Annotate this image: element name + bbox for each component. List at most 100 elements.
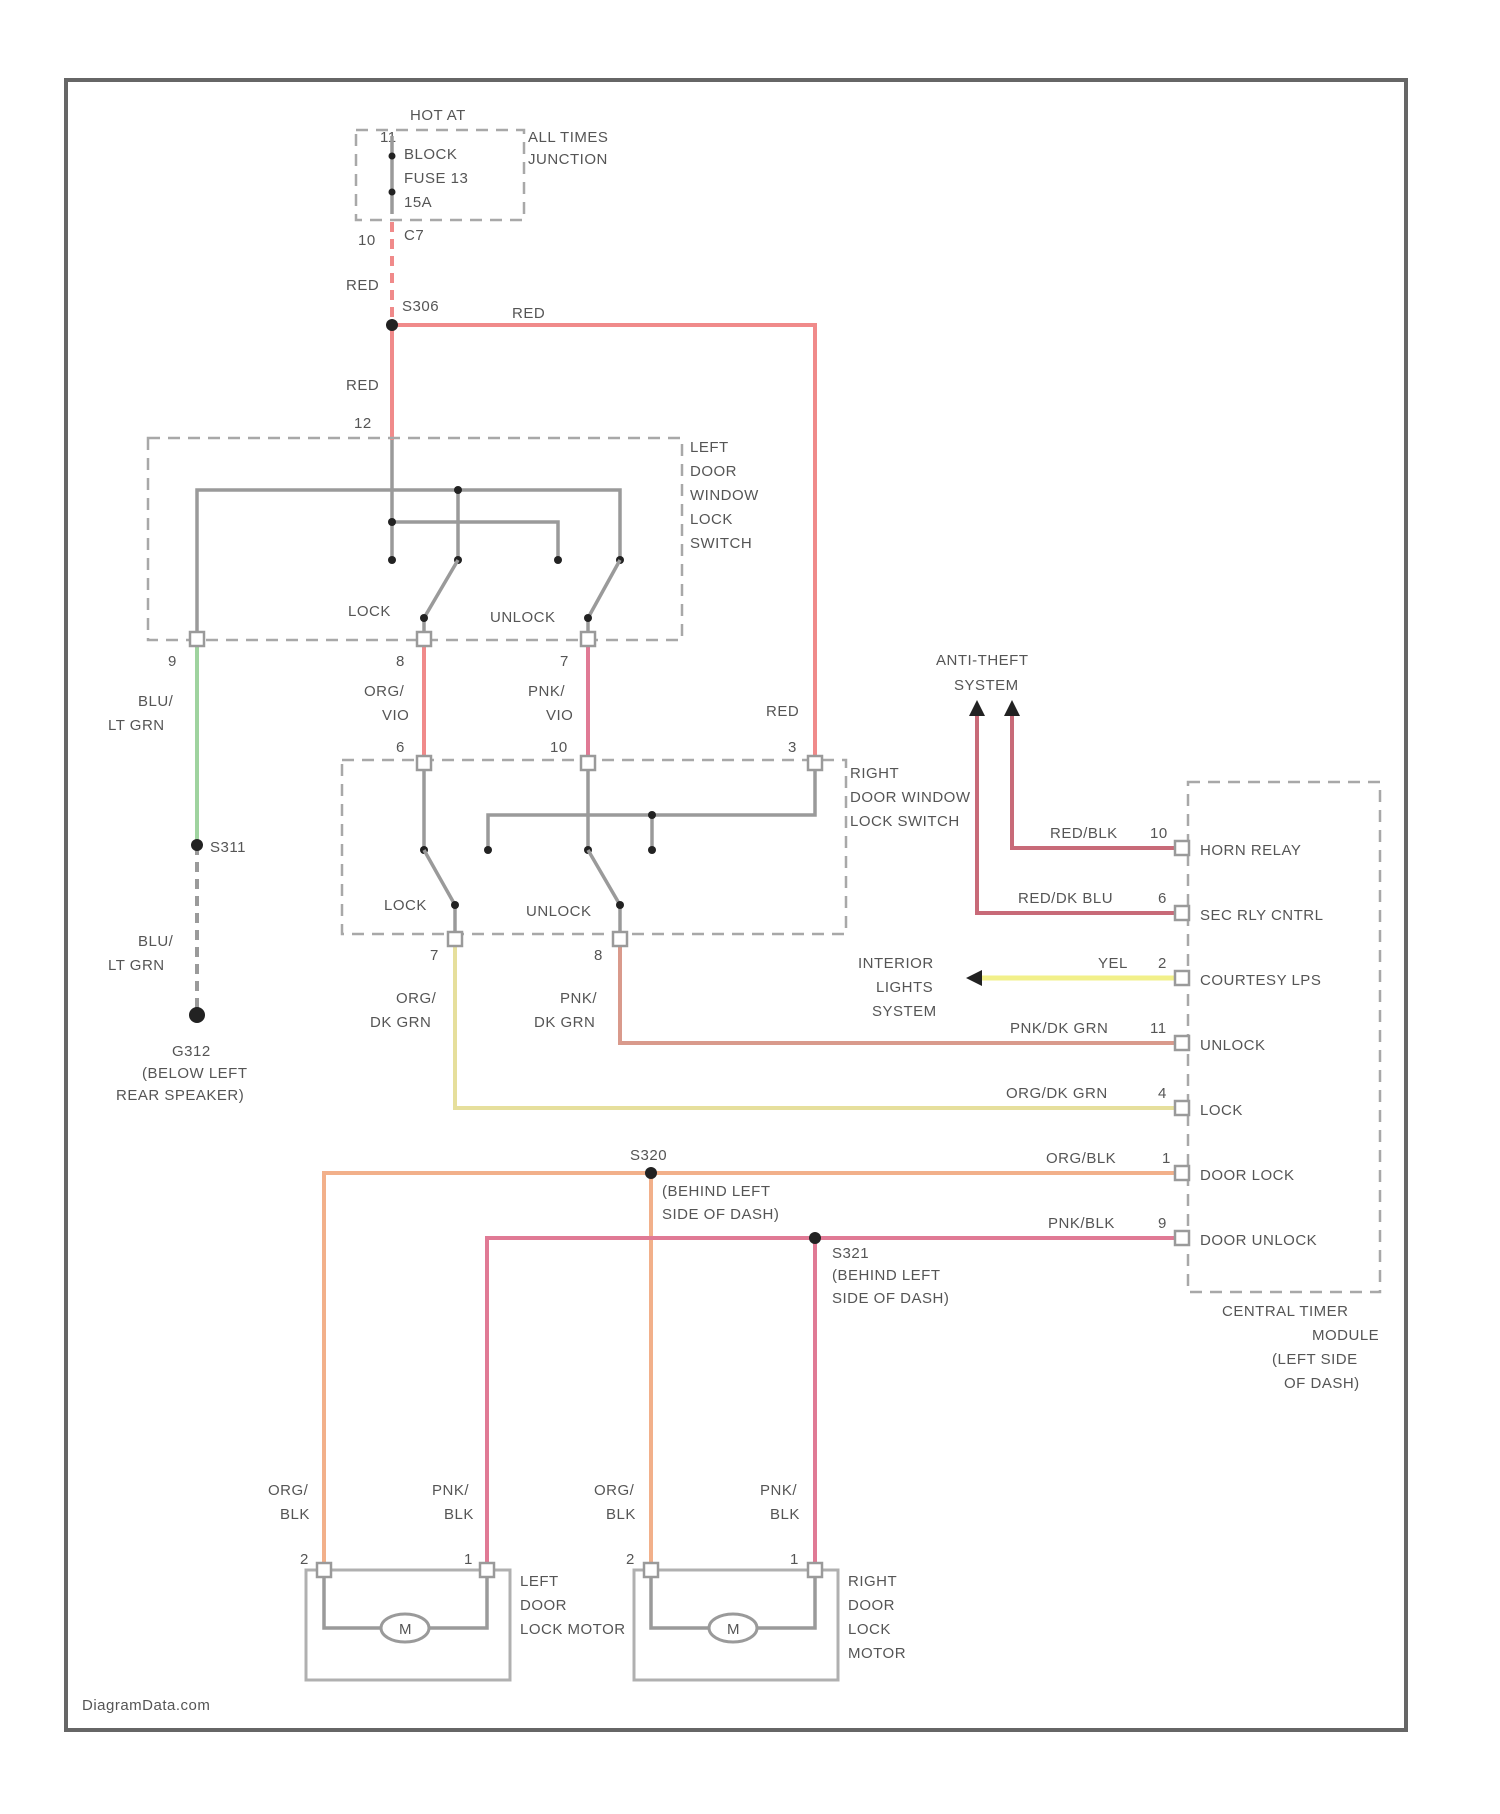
right-switch-name-3: LOCK SWITCH <box>850 813 960 830</box>
interior-label-1: INTERIOR <box>858 955 934 972</box>
pnk-blk-wire-left <box>487 1238 1175 1568</box>
ground-loc-1: (BELOW LEFT <box>142 1065 248 1082</box>
wire-label-orgvio-b: VIO <box>382 707 409 724</box>
module-row-6-label: DOOR UNLOCK <box>1200 1232 1317 1249</box>
red-dkblu-wire <box>977 708 1175 913</box>
module-row-1-label: SEC RLY CNTRL <box>1200 907 1323 924</box>
fuse-line-4: FUSE 13 <box>404 170 468 187</box>
wire-label-blu-1a: BLU/ <box>138 693 174 710</box>
left-switch-pin-8: 8 <box>396 653 405 670</box>
left-door-lock-switch: LEFT DOOR WINDOW LOCK SWITCH LOCK UNLOCK… <box>148 438 759 670</box>
module-row-3-wire: PNK/DK GRN <box>1010 1020 1108 1037</box>
wire-label-red-c: RED <box>346 377 379 394</box>
wire-label-pnkblk-l-a: PNK/ <box>432 1482 469 1499</box>
wire-label-blu-1b: LT GRN <box>108 717 165 734</box>
fuse-cavity-top: 11 <box>380 129 397 146</box>
right-switch-pin-6: 6 <box>396 739 405 756</box>
module-row-5-pin: 1 <box>1162 1150 1171 1167</box>
ground-label: G312 <box>172 1043 211 1060</box>
fuse-line-5: 15A <box>404 194 432 211</box>
wire-label-pnkblk-r-a: PNK/ <box>760 1482 797 1499</box>
watermark: DiagramData.com <box>82 1697 210 1714</box>
module-row-5-label: DOOR LOCK <box>1200 1167 1295 1184</box>
module-row-6-wire: PNK/BLK <box>1048 1215 1115 1232</box>
wire-label-pnkvio-a: PNK/ <box>528 683 565 700</box>
module-row-2-pin: 2 <box>1158 955 1167 972</box>
left-switch-pin-9: 9 <box>168 653 177 670</box>
fuse-line-1: ALL TIMES <box>528 129 608 146</box>
interior-label-2: LIGHTS <box>876 979 933 996</box>
wire-label-pnkdkgrn-b: DK GRN <box>534 1014 595 1031</box>
splice-s320-loc-1: (BEHIND LEFT <box>662 1183 771 1200</box>
module-name-4: OF DASH) <box>1284 1375 1360 1392</box>
right-motor-name-2: DOOR <box>848 1597 895 1614</box>
left-switch-name-3: WINDOW <box>690 487 759 504</box>
left-motor-name-2: DOOR <box>520 1597 567 1614</box>
right-switch-pin-3: 3 <box>788 739 797 756</box>
wire-label-pnkdkgrn-a: PNK/ <box>560 990 597 1007</box>
splice-s321 <box>809 1232 821 1244</box>
wire-label-orgblk-l-a: ORG/ <box>268 1482 309 1499</box>
module-row-6-pin: 9 <box>1158 1215 1167 1232</box>
splice-s320-label: S320 <box>630 1147 667 1164</box>
wire-label-orgdkgrn-b: DK GRN <box>370 1014 431 1031</box>
right-switch-name-2: DOOR WINDOW <box>850 789 971 806</box>
left-switch-name-5: SWITCH <box>690 535 752 552</box>
left-switch-lock-label: LOCK <box>348 603 391 620</box>
splice-s320 <box>645 1167 657 1179</box>
wire-label-pnkblk-r-b: BLK <box>770 1506 800 1523</box>
wire-label-blu-2b: LT GRN <box>108 957 165 974</box>
interior-label-3: SYSTEM <box>872 1003 937 1020</box>
fuse-cavity-bottom: C7 <box>404 227 424 244</box>
anti-theft-label-2: SYSTEM <box>954 677 1019 694</box>
left-switch-name-4: LOCK <box>690 511 733 528</box>
fuse-pin: 10 <box>358 232 376 249</box>
right-switch-pin-10: 10 <box>550 739 568 756</box>
left-motor-name-1: LEFT <box>520 1573 559 1590</box>
left-switch-pin-7: 7 <box>560 653 569 670</box>
wire-label-orgvio-a: ORG/ <box>364 683 405 700</box>
right-motor-m: M <box>727 1621 740 1638</box>
module-row-0-label: HORN RELAY <box>1200 842 1301 859</box>
splices: S306 S311 S320 (BEHIND LEFT SIDE OF DASH… <box>116 298 949 1307</box>
left-motor-m: M <box>399 1621 412 1638</box>
right-door-lock-switch: RIGHT DOOR WINDOW LOCK SWITCH 6 10 3 LOC… <box>342 739 971 964</box>
splice-s321-label: S321 <box>832 1245 869 1262</box>
module-row-0-wire: RED/BLK <box>1050 825 1118 842</box>
anti-theft-arrow-1 <box>969 700 985 716</box>
anti-theft-label-1: ANTI-THEFT <box>936 652 1029 669</box>
left-motor-name-3: LOCK MOTOR <box>520 1621 626 1638</box>
right-motor-pin-2: 2 <box>626 1551 635 1568</box>
splice-s311-label: S311 <box>210 839 246 856</box>
right-switch-pin-8: 8 <box>594 947 603 964</box>
ground-loc-2: REAR SPEAKER) <box>116 1087 244 1104</box>
fuse-line-3: BLOCK <box>404 146 457 163</box>
module-row-3-pin: 11 <box>1150 1020 1167 1037</box>
wire-label-orgdkgrn-a: ORG/ <box>396 990 437 1007</box>
wire-label-orgblk-r-b: BLK <box>606 1506 636 1523</box>
module-name-1: CENTRAL TIMER <box>1222 1303 1349 1320</box>
right-motor-name-3: LOCK <box>848 1621 891 1638</box>
splice-s311 <box>191 839 203 851</box>
module-row-2-wire: YEL <box>1098 955 1128 972</box>
splice-s306 <box>386 319 398 331</box>
right-switch-pin-7: 7 <box>430 947 439 964</box>
wire-label-orgblk-r-a: ORG/ <box>594 1482 635 1499</box>
module-name-3: (LEFT SIDE <box>1272 1351 1358 1368</box>
module-row-4-label: LOCK <box>1200 1102 1243 1119</box>
module-name-2: MODULE <box>1312 1327 1379 1344</box>
left-motor-pin-2: 2 <box>300 1551 309 1568</box>
module-row-1-wire: RED/DK BLU <box>1018 890 1113 907</box>
left-door-lock-motor: 2 1 M LEFT DOOR LOCK MOTOR <box>300 1551 626 1680</box>
right-switch-unlock-label: UNLOCK <box>526 903 592 920</box>
central-timer-module: CENTRAL TIMER MODULE (LEFT SIDE OF DASH)… <box>1006 782 1380 1392</box>
external-systems: ANTI-THEFT SYSTEM INTERIOR LIGHTS SYSTEM <box>858 652 1029 1020</box>
right-motor-pin-1: 1 <box>790 1551 799 1568</box>
module-row-5-wire: ORG/BLK <box>1046 1150 1116 1167</box>
module-row-4-wire: ORG/DK GRN <box>1006 1085 1108 1102</box>
module-row-4-pin: 4 <box>1158 1085 1167 1102</box>
anti-theft-arrow-2 <box>1004 700 1020 716</box>
wire-label-red-d: RED <box>766 703 799 720</box>
wire-label-red-b: RED <box>512 305 545 322</box>
wire-label-red-a: RED <box>346 277 379 294</box>
